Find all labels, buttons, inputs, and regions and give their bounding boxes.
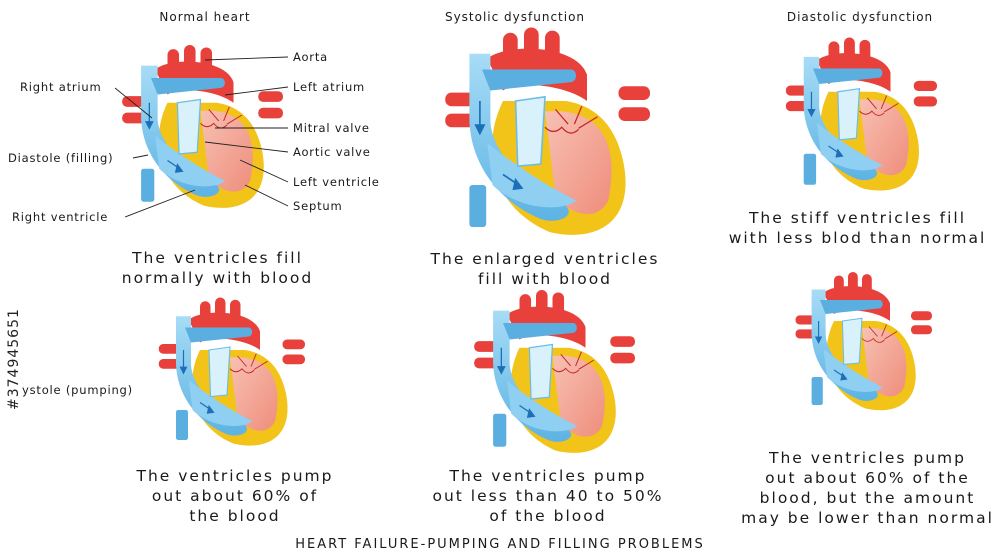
- figure-footer-title: HEART FAILURE-PUMPING AND FILLING PROBLE…: [295, 537, 705, 552]
- caption-line: The ventricles pump: [768, 449, 966, 467]
- stock-image-id: #374945651: [6, 308, 22, 410]
- caption-diastolic-fill: The stiff ventricles fill with less blod…: [715, 208, 1000, 248]
- caption-systolic-pump: The ventricles pump out less than 40 to …: [418, 466, 678, 526]
- title-diastolic-dysfunction: Diastolic dysfunction: [786, 10, 934, 24]
- caption-line: blood, but the amount: [759, 489, 976, 507]
- label-left-ventricle: Left ventricle: [293, 175, 380, 189]
- caption-diastolic-pump: The ventricles pump out about 60% of the…: [735, 448, 1000, 528]
- label-septum: Septum: [293, 199, 343, 213]
- caption-line: The ventricles pump: [136, 467, 334, 485]
- label-aorta: Aorta: [293, 50, 328, 64]
- caption-line: The ventricles pump: [449, 467, 647, 485]
- title-normal-heart: Normal heart: [159, 10, 251, 24]
- caption-line: The stiff ventricles fill: [748, 209, 967, 227]
- caption-line: of the blood: [489, 507, 607, 525]
- label-mitral-valve: Mitral valve: [293, 121, 370, 135]
- caption-line: The ventricles fill: [132, 249, 303, 267]
- caption-line: out less than 40 to 50%: [432, 487, 664, 505]
- caption-line: with less blod than normal: [728, 229, 987, 247]
- caption-normal-pump: The ventricles pump out about 60% of the…: [120, 466, 350, 526]
- label-aortic-valve: Aortic valve: [293, 145, 371, 159]
- caption-line: the blood: [189, 507, 281, 525]
- caption-systolic-fill: The enlarged ventricles fill with blood: [415, 249, 675, 289]
- title-systolic-dysfunction: Systolic dysfunction: [444, 10, 586, 24]
- label-left-atrium: Left atrium: [293, 80, 366, 94]
- caption-line: normally with blood: [121, 269, 314, 287]
- caption-line: may be lower than normal: [741, 509, 994, 527]
- caption-line: out about 60% of: [151, 487, 319, 505]
- caption-normal-fill: The ventricles fill normally with blood: [100, 248, 335, 288]
- label-right-ventricle: Right ventricle: [12, 210, 109, 224]
- label-diastole-filling: Diastole (filling): [8, 151, 114, 165]
- label-right-atrium: Right atrium: [20, 80, 102, 94]
- caption-line: fill with blood: [477, 270, 613, 288]
- caption-line: The enlarged ventricles: [430, 250, 660, 268]
- caption-line: out about 60% of the: [765, 469, 970, 487]
- label-systole-pumping: ystole (pumping): [22, 383, 133, 397]
